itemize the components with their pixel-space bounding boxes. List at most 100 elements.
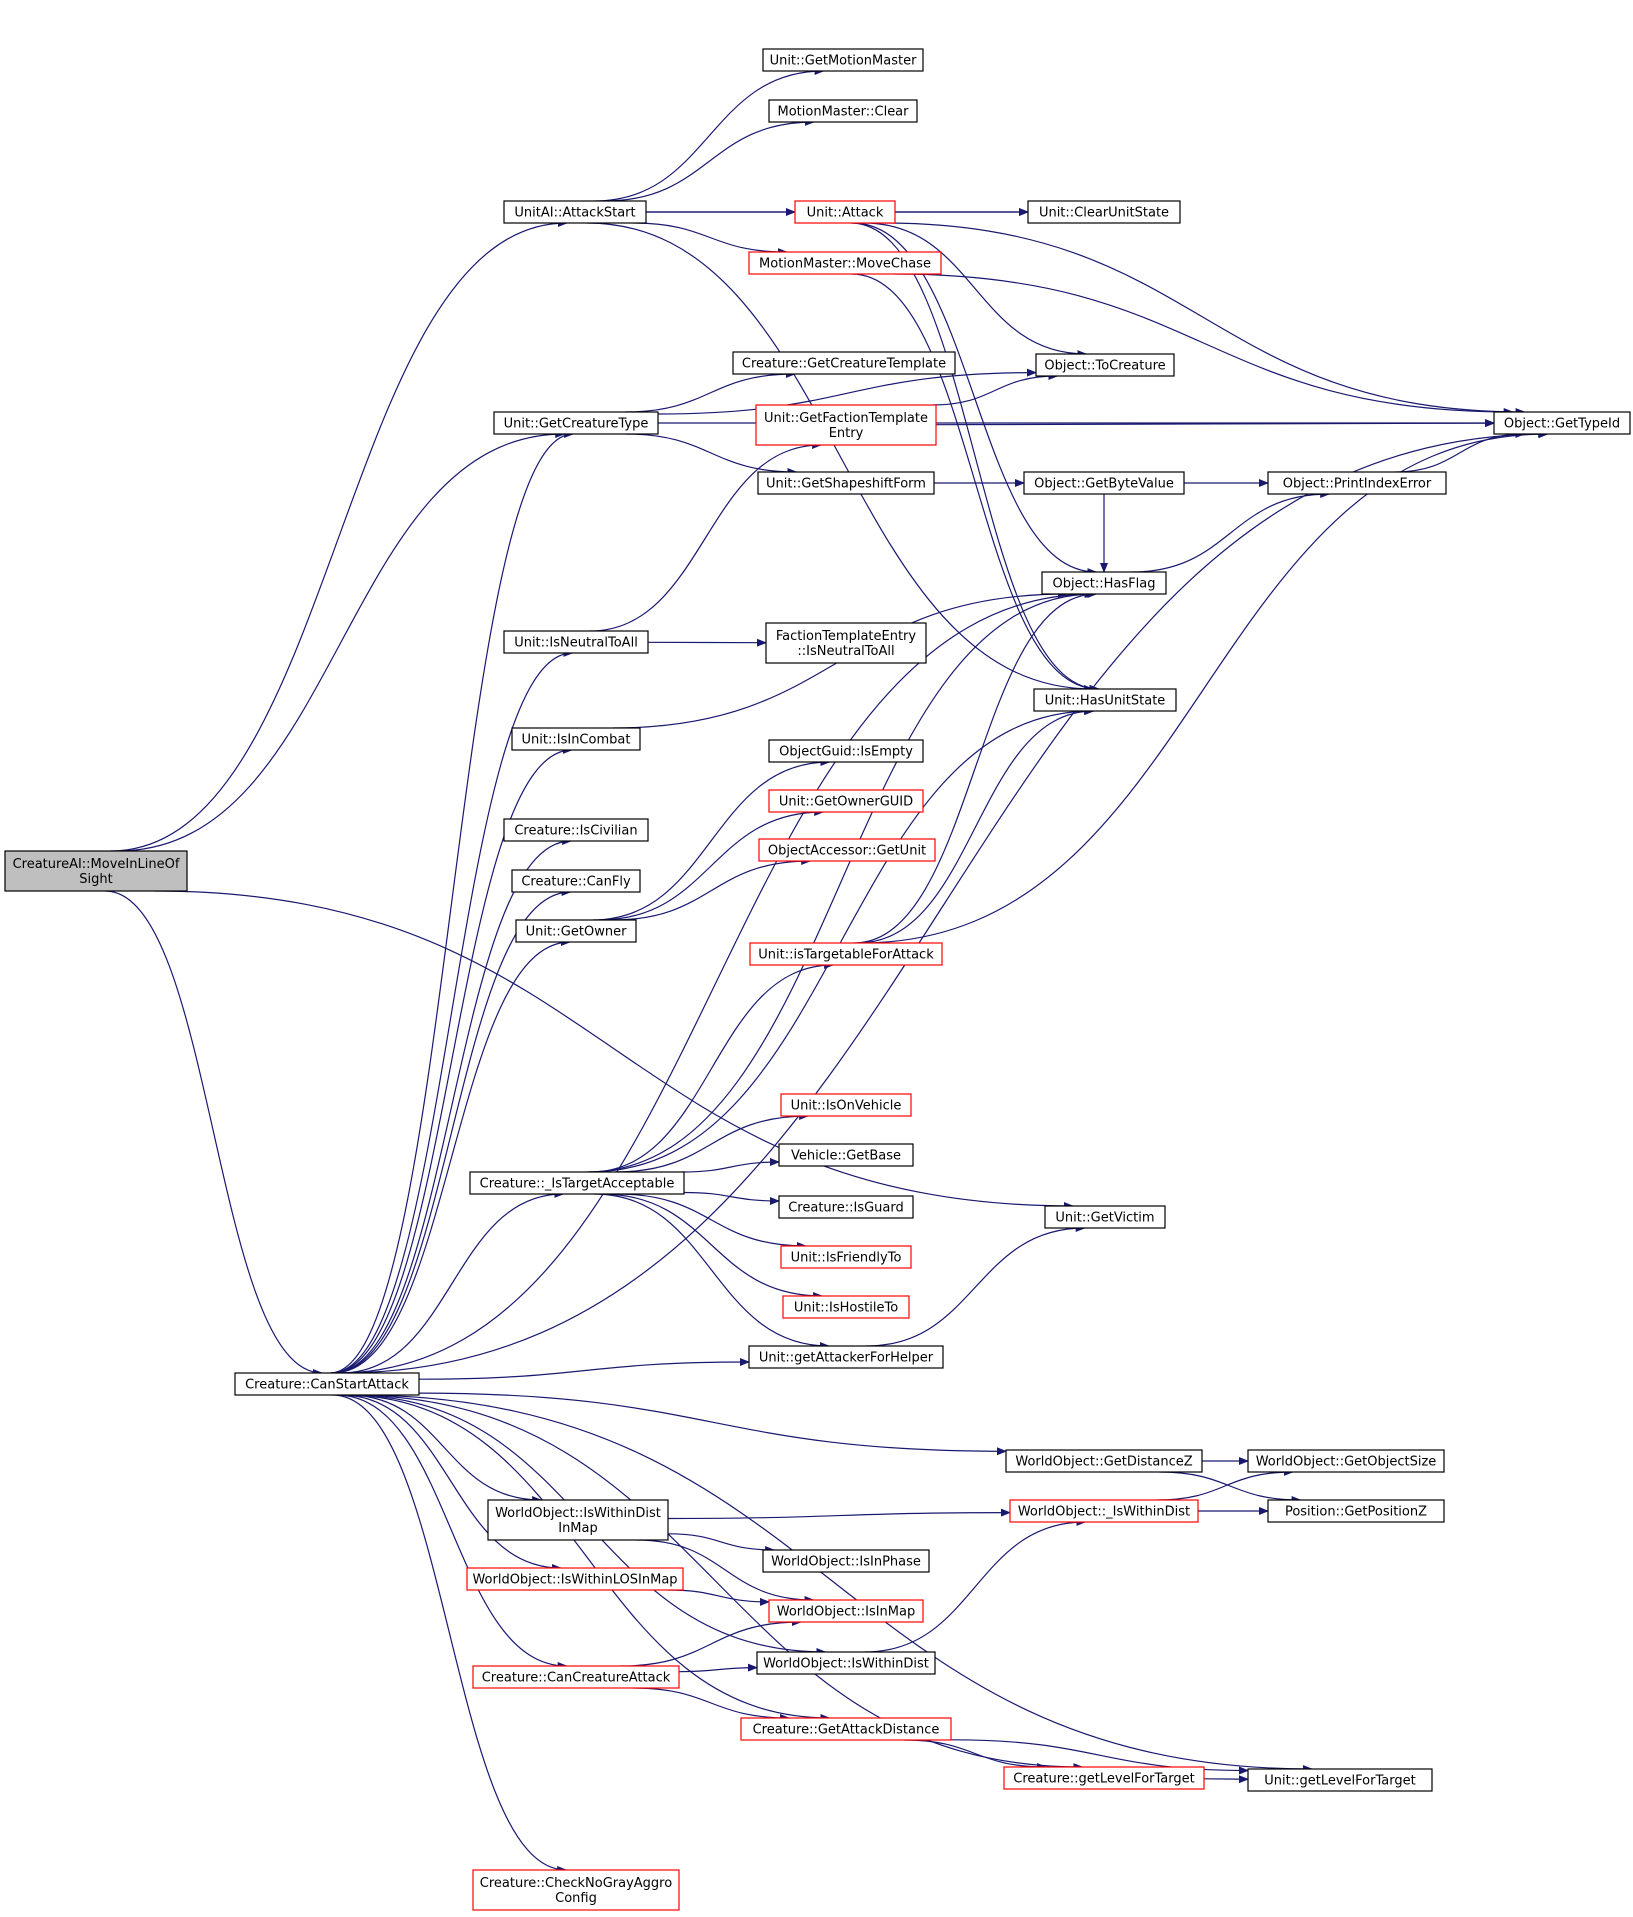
node-box [765,622,927,664]
node-attackstart[interactable]: UnitAI::AttackStart [503,200,647,224]
node-getcreaturetype[interactable]: Unit::GetCreatureType [493,411,659,435]
node-iswithinlos[interactable]: WorldObject::IsWithinLOSInMap [466,1567,684,1591]
node-box [748,251,942,275]
node-iswithindist[interactable]: WorldObject::IsWithinDist [756,1651,936,1675]
edge-canstartattack-to-cancreatureattack [336,1394,568,1670]
edge-unitattack-to-tocreature [863,222,1088,358]
edge-canstartattack-to-getdistancez [418,1392,1007,1456]
edge-isneutraltoall-to-getfactiontemplate [589,441,823,632]
node-isneutraltoall[interactable]: Unit::IsNeutralToAll [503,630,649,654]
node-box [768,789,924,813]
edge-attackstart-to-getmotionmaster [594,67,825,202]
edge-istargetacceptable-to-vehiclegetbase [682,1158,780,1173]
node-label: UnitAI::AttackStart [514,206,635,221]
node-box [1009,1499,1199,1523]
node-gettypeid[interactable]: Object::GetTypeId [1493,411,1631,435]
node-canfly[interactable]: Creature::CanFly [511,869,641,893]
node-getbytevalue[interactable]: Object::GetByteValue [1023,471,1185,495]
node-label: Unit::GetFactionTemplate [764,411,928,426]
node-label: ObjectAccessor::GetUnit [768,844,926,859]
node-label: Entry [829,426,864,441]
edge-istargetacceptable-to-hasunitstate [588,707,1094,1173]
node-isguard[interactable]: Creature::IsGuard [778,1195,914,1219]
node-box [1033,688,1177,712]
node-label: CreatureAI::MoveInLineOf [13,857,180,872]
node-label: Unit::GetShapeshiftForm [766,477,926,492]
node-label: Vehicle::GetBase [791,1149,901,1164]
node-isonvehicle[interactable]: Unit::IsOnVehicle [780,1093,912,1117]
edge-istargetacceptable-to-isfriendlyto [616,1193,807,1250]
node-c_getlevelfortarget[interactable]: Creature::getLevelForTarget [1003,1766,1205,1790]
node-istargetable[interactable]: Unit::isTargetableForAttack [749,942,943,966]
node-isinmap[interactable]: WorldObject::IsInMap [768,1599,924,1623]
node-label: Unit::IsFriendlyTo [791,1251,902,1266]
edges-layer [104,67,1549,1874]
node-isfriendlyto[interactable]: Unit::IsFriendlyTo [780,1245,912,1269]
node-printindexerror[interactable]: Object::PrintIndexError [1267,471,1447,495]
edge-canstartattack-to-isneutraltoall [330,649,574,1374]
node-getowner[interactable]: Unit::GetOwner [515,919,637,943]
node-box [1044,1205,1166,1229]
node-box [472,1869,680,1911]
node-cancreatureattack[interactable]: Creature::CanCreatureAttack [472,1665,680,1689]
node-getmotionmaster[interactable]: Unit::GetMotionMaster [762,48,924,72]
node-label: Object::HasFlag [1053,577,1156,592]
node-label: Creature::IsGuard [788,1201,904,1216]
node-label: Unit::HasUnitState [1045,694,1166,709]
node-isinphase[interactable]: WorldObject::IsInPhase [762,1549,930,1573]
node-getownerguid[interactable]: Unit::GetOwnerGUID [768,789,924,813]
node-getattackerforhelper[interactable]: Unit::getAttackerForHelper [748,1345,944,1369]
node-label: Unit::getLevelForTarget [1264,1774,1415,1789]
edge-istargetacceptable-to-getattackerforhelper [593,1193,830,1350]
edge-printindexerror-to-gettypeid [1394,430,1526,473]
node-clearunitstate[interactable]: Unit::ClearUnitState [1027,200,1181,224]
edge-iswithindistinmap-to-isinphase [667,1533,776,1554]
node-label: Object::GetTypeId [1504,417,1620,432]
node-canstartattack[interactable]: Creature::CanStartAttack [234,1372,420,1396]
node-box [234,1372,420,1396]
edge-getowner-to-oa_getunit [612,857,812,921]
node-_iswithindist[interactable]: WorldObject::_IsWithinDist [1009,1499,1199,1523]
node-movechase[interactable]: MotionMaster::MoveChase [748,251,942,275]
node-oa_getunit[interactable]: ObjectAccessor::GetUnit [758,838,936,862]
node-getcreaturetemplate[interactable]: Creature::GetCreatureTemplate [732,351,956,375]
node-hasunitstate[interactable]: Unit::HasUnitState [1033,688,1177,712]
edge-canstartattack-to-getcreaturetype [329,430,575,1374]
node-getshapeshift[interactable]: Unit::GetShapeshiftForm [757,471,935,495]
node-vehiclegetbase[interactable]: Vehicle::GetBase [778,1143,914,1167]
node-label: Unit::IsNeutralToAll [514,636,638,651]
node-tocreature[interactable]: Object::ToCreature [1035,353,1175,377]
node-box [1035,353,1175,377]
node-hasflag[interactable]: Object::HasFlag [1041,571,1167,595]
edge-getowner-to-getownerguid [598,808,825,921]
node-getpositionz[interactable]: Position::GetPositionZ [1267,1499,1445,1523]
edge-canstartattack-to-hasflag [337,590,1095,1374]
node-u_getlevelfortarget[interactable]: Unit::getLevelForTarget [1247,1768,1433,1792]
node-box [768,1599,924,1623]
edge-getcreaturetype-to-tocreature [657,368,1037,415]
node-getattackdistance[interactable]: Creature::GetAttackDistance [740,1717,952,1741]
node-isincombat[interactable]: Unit::IsInCombat [511,727,641,751]
node-box [756,1651,936,1675]
node-ishostileto[interactable]: Unit::IsHostileTo [782,1295,910,1319]
node-istargetacceptable[interactable]: Creature::_IsTargetAcceptable [469,1171,685,1195]
node-box [740,1717,952,1741]
node-unitattack[interactable]: Unit::Attack [794,200,896,224]
node-fte_isneutral[interactable]: FactionTemplateEntry::IsNeutralToAll [765,622,927,664]
node-box [762,48,924,72]
node-mmclear[interactable]: MotionMaster::Clear [768,99,918,123]
node-getobjectsize[interactable]: WorldObject::GetObjectSize [1247,1449,1445,1473]
node-getvictim[interactable]: Unit::GetVictim [1044,1205,1166,1229]
node-box [4,850,188,892]
node-label: WorldObject::GetObjectSize [1256,1455,1437,1470]
node-box [1023,471,1185,495]
node-iscivilian[interactable]: Creature::IsCivilian [503,818,649,842]
node-getdistancez[interactable]: WorldObject::GetDistanceZ [1005,1449,1203,1473]
node-box [503,818,649,842]
node-guidisempty[interactable]: ObjectGuid::IsEmpty [768,739,924,763]
